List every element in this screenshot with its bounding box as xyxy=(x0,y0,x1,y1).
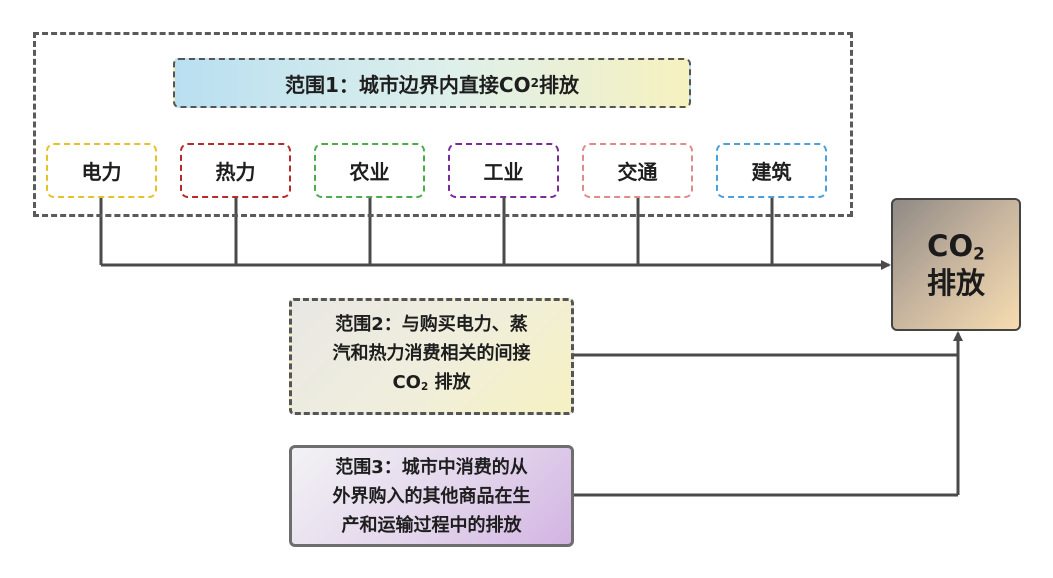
scope2-co2-subscript: 2 xyxy=(420,381,429,394)
scope3-box: 范围3：城市中消费的从 外界购入的其他商品在生 产和运输过程中的排放 xyxy=(289,445,574,547)
sector-label: 建筑 xyxy=(751,160,792,184)
scope2-line-2: 汽和热力消费相关的间接 xyxy=(332,343,531,365)
scope2-box: 范围2：与购买电力、蒸 汽和热力消费相关的间接 CO2 排放 xyxy=(289,298,574,415)
scope1-title-prefix: 范围1：城市边界内直接CO xyxy=(285,72,531,97)
emission-text: 排放 xyxy=(926,265,985,300)
scope2-emission-text: 排放 xyxy=(428,372,471,394)
co2-emission-box: CO2 排放 xyxy=(891,198,1021,331)
sector-label: 电力 xyxy=(81,160,122,184)
sector-label: 工业 xyxy=(483,160,524,184)
sector-label: 热力 xyxy=(215,160,256,184)
sector-building: 建筑 xyxy=(716,143,827,198)
scope3-line-1: 范围3：城市中消费的从 xyxy=(335,456,528,478)
scope1-frame xyxy=(33,32,853,217)
sector-transport: 交通 xyxy=(582,143,693,198)
sector-label: 农业 xyxy=(349,160,390,184)
sector-heat: 热力 xyxy=(180,143,291,198)
sector-agriculture: 农业 xyxy=(314,143,425,198)
scope2-line-1: 范围2：与购买电力、蒸 xyxy=(335,314,528,336)
scope1-title-suffix: 排放 xyxy=(538,72,579,97)
co2-formula: CO2 xyxy=(927,228,985,264)
co2-text: CO xyxy=(927,229,974,264)
co2-subscript: 2 xyxy=(973,243,985,264)
sector-industry: 工业 xyxy=(448,143,559,198)
scope3-line-3: 产和运输过程中的排放 xyxy=(341,514,522,536)
scope3-line-2: 外界购入的其他商品在生 xyxy=(332,485,531,507)
sector-electricity: 电力 xyxy=(46,143,157,198)
sector-label: 交通 xyxy=(617,160,658,184)
scope2-co2-text: CO xyxy=(392,372,421,394)
scope1-title-subscript: 2 xyxy=(530,76,539,90)
scope2-line-3: CO2 排放 xyxy=(392,368,470,402)
